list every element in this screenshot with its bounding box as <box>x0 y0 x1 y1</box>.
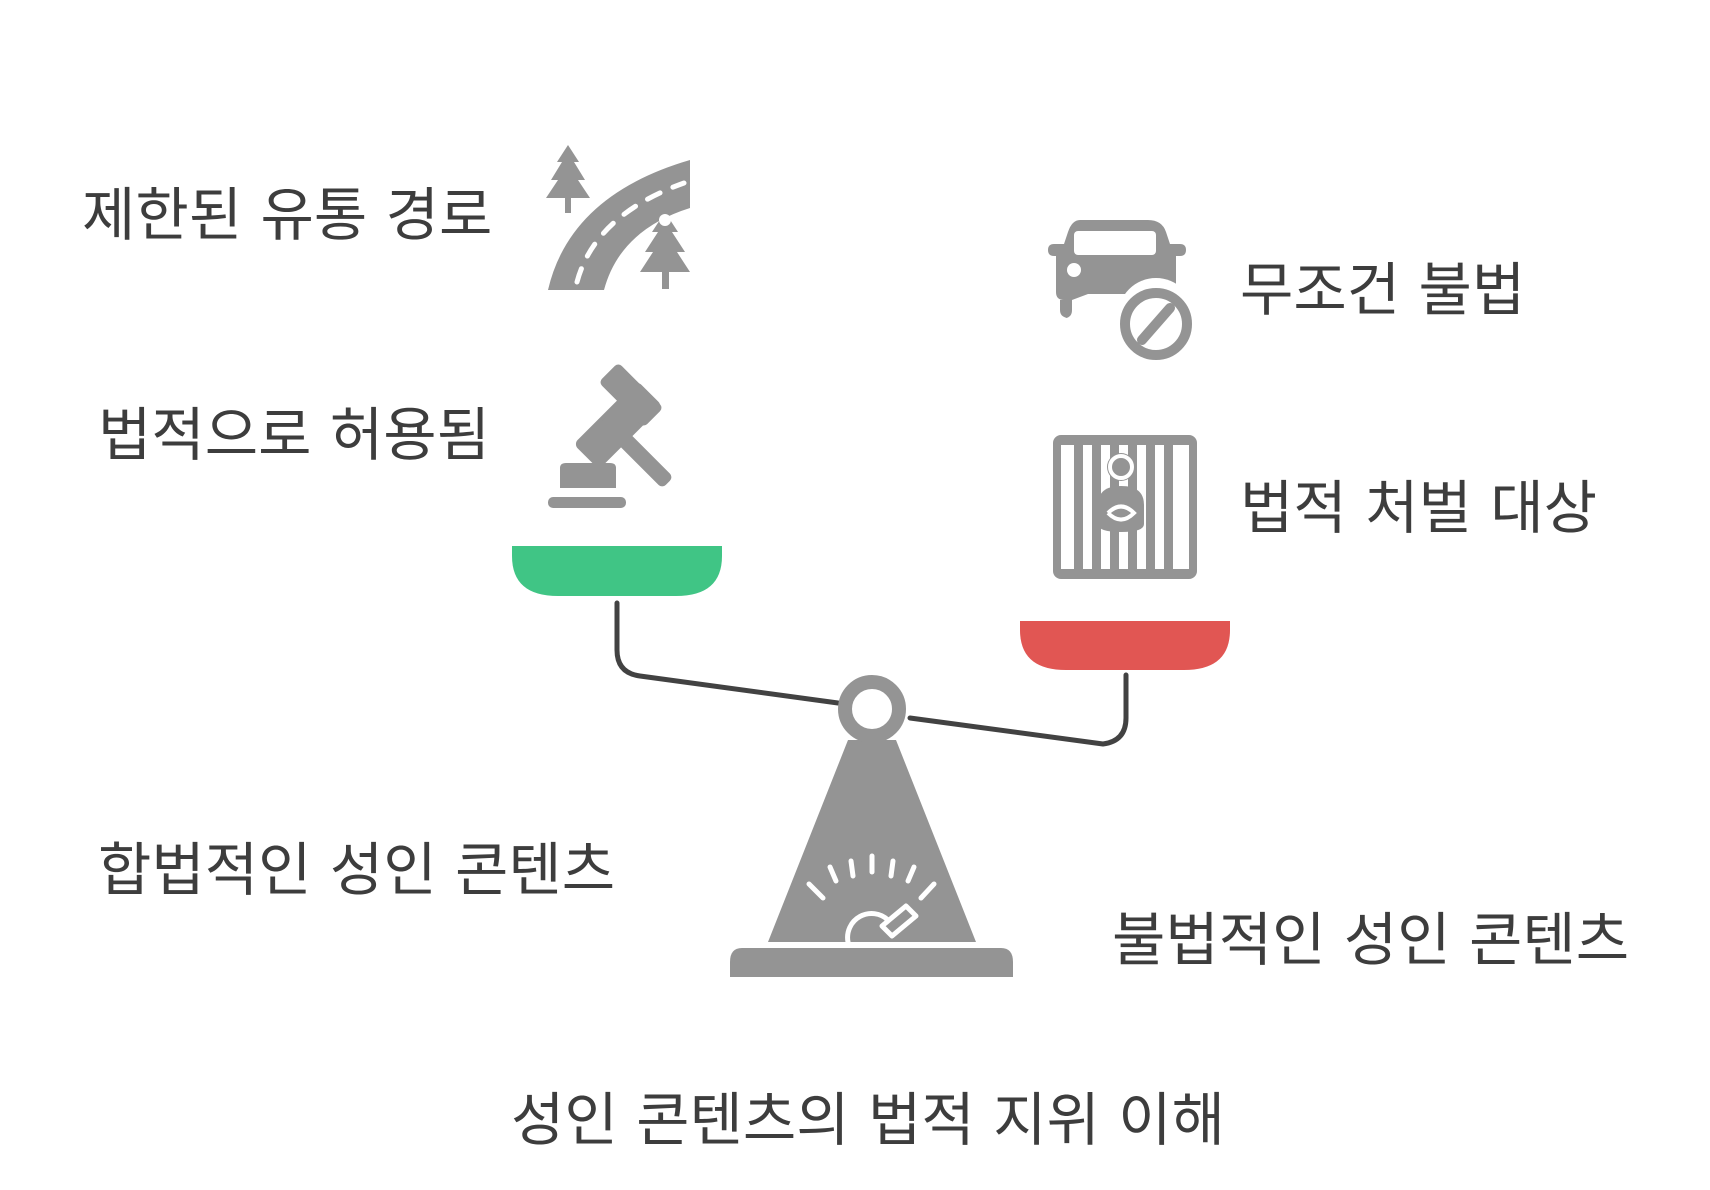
left-pan <box>512 546 722 596</box>
label-restricted-distribution: 제한된 유통 경로 <box>82 181 492 249</box>
label-legally-permitted: 법적으로 허용됨 <box>98 401 490 469</box>
label-illegal-adult-content: 불법적인 성인 콘텐츠 <box>1112 906 1629 974</box>
label-subject-to-punishment: 법적 처벌 대상 <box>1240 474 1597 542</box>
label-unconditionally-illegal: 무조건 불법 <box>1240 256 1525 324</box>
fulcrum-stand <box>730 675 1013 977</box>
diagram-title: 성인 콘텐츠의 법적 지위 이해 <box>511 1086 1225 1154</box>
car-prohibited-icon <box>1048 220 1194 360</box>
pressure-gauge-icon <box>806 853 937 945</box>
fulcrum-base <box>730 948 1013 977</box>
gavel-icon <box>548 364 672 508</box>
scale-beam <box>614 600 1129 747</box>
road-with-trees-icon <box>546 145 690 290</box>
right-hanger <box>907 672 1129 747</box>
right-pan <box>1020 621 1230 670</box>
left-hanger <box>614 600 841 706</box>
label-legal-adult-content: 합법적인 성인 콘텐츠 <box>98 836 615 904</box>
prisoner-behind-bars-icon <box>1053 435 1197 579</box>
pivot-ring <box>838 675 906 743</box>
